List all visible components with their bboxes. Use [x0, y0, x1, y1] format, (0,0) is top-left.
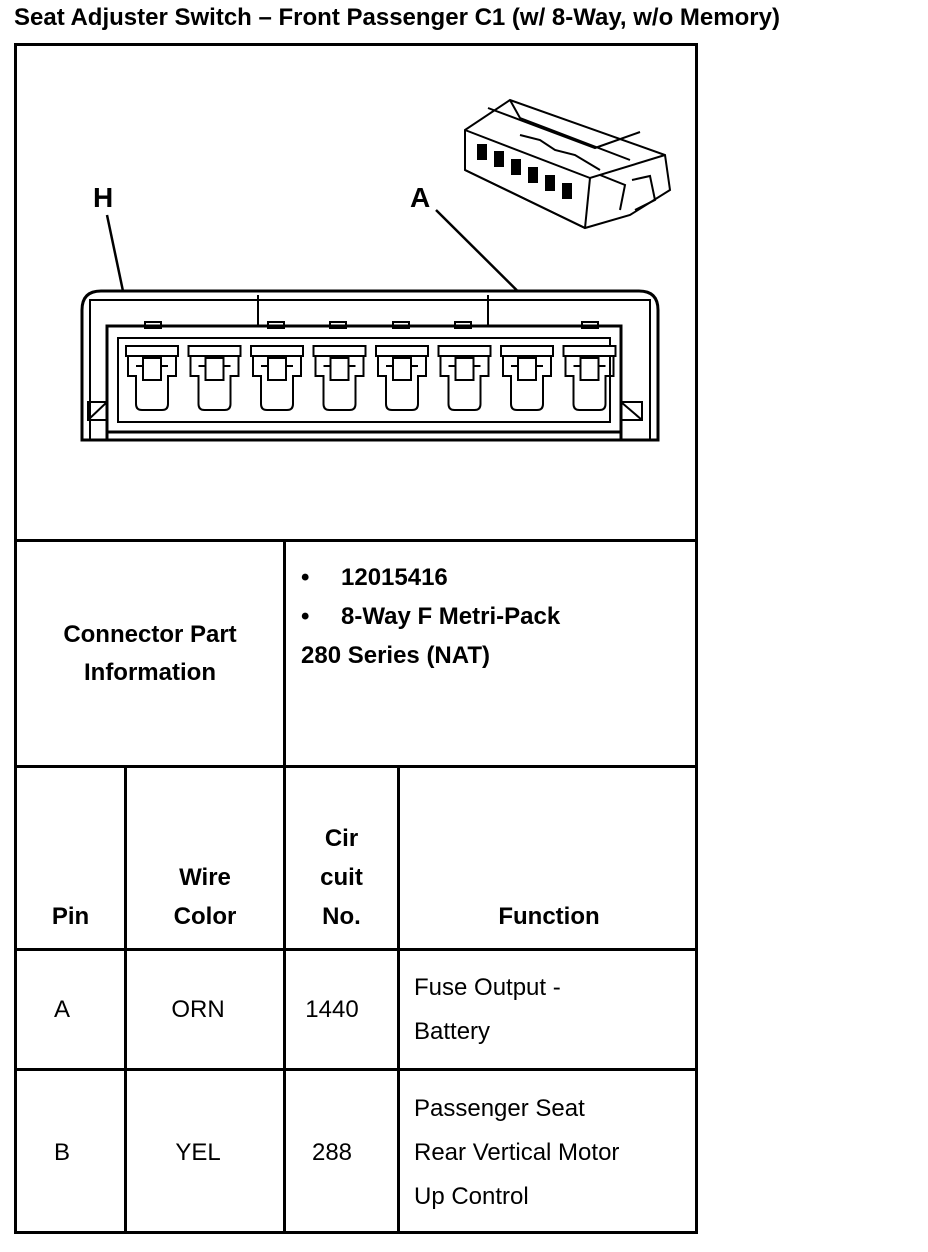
row-a-wire-color: ORN: [171, 995, 225, 1023]
connector-info-label-line1: Connector Part: [63, 620, 237, 648]
page-title: Seat Adjuster Switch – Front Passenger C…: [14, 4, 780, 31]
connector-description-line1: 8-Way F Metri-Pack: [341, 603, 561, 630]
connector-info-label-line2: Information: [83, 658, 216, 686]
bullet-icon: •: [301, 564, 310, 591]
connector-info-values: • 12015416 • 8-Way F Metri-Pack 280 Series…: [301, 558, 560, 675]
connector-description-line2: 280 Series (NAT): [301, 642, 490, 669]
header-function: Function: [498, 903, 600, 930]
row-a-pin: A: [53, 995, 70, 1023]
bullet-icon: •: [301, 603, 310, 630]
row-a-circuit: 1440: [305, 995, 359, 1023]
header-pin: Pin: [51, 903, 90, 930]
row-b-wire-color: YEL: [175, 1138, 221, 1166]
row-a-function: Fuse Output -Battery: [414, 973, 561, 1045]
connector-table-frame: [14, 43, 698, 1234]
row-b-pin: B: [53, 1138, 70, 1166]
part-number: 12015416: [341, 564, 448, 591]
row-b-circuit: 288: [311, 1138, 353, 1166]
